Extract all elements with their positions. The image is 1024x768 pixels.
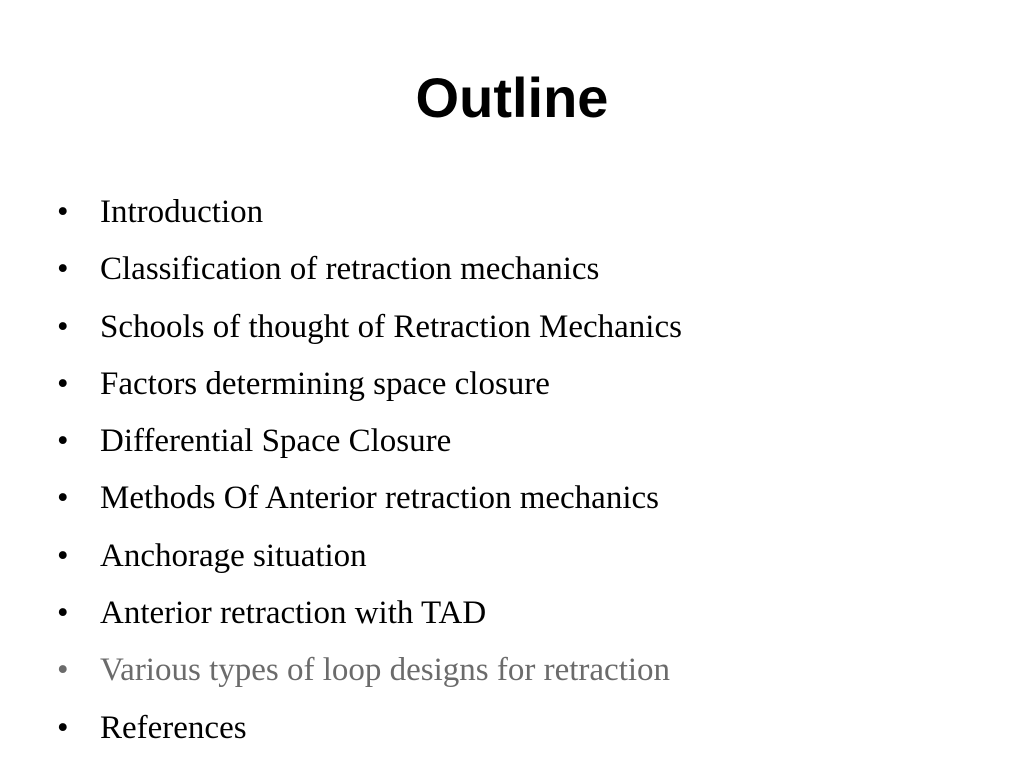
bullet-icon: •	[57, 251, 69, 288]
list-item-text: Methods Of Anterior retraction mechanics	[100, 480, 659, 517]
bullet-icon: •	[57, 365, 69, 402]
list-item: • Anterior retraction with TAD	[57, 585, 997, 642]
list-item-text: Anterior retraction with TAD	[100, 595, 487, 632]
list-item-text: Introduction	[100, 194, 264, 230]
list-item-text: Anchorage situation	[100, 537, 367, 574]
bullet-icon: •	[57, 709, 69, 746]
list-item-text: Classification of retraction mechanics	[100, 251, 600, 288]
list-item: • Various types of loop designs for retr…	[57, 642, 997, 699]
list-item: • Differential Space Closure	[57, 413, 997, 470]
list-item: • References	[57, 700, 997, 757]
list-item-text: Factors determining space closure	[100, 365, 550, 402]
bullet-icon: •	[57, 423, 69, 460]
list-item-text: Various types of loop designs for retrac…	[100, 652, 671, 689]
list-item: • Methods Of Anterior retraction mechani…	[57, 470, 997, 527]
slide-title: Outline	[415, 66, 609, 129]
list-item: • Introduction	[57, 184, 997, 241]
list-item-text: Differential Space Closure	[100, 423, 452, 460]
list-item: • Factors determining space closure	[57, 356, 997, 413]
list-item: • Anchorage situation	[57, 528, 997, 585]
bullet-icon: •	[57, 194, 69, 230]
list-item: • Schools of thought of Retraction Mecha…	[57, 299, 997, 356]
outline-list: • Introduction • Classification of retra…	[57, 184, 997, 757]
list-item-text: References	[100, 709, 247, 746]
bullet-icon: •	[57, 595, 69, 632]
bullet-icon: •	[57, 652, 69, 689]
list-item: • Classification of retraction mechanics	[57, 241, 997, 298]
list-item-text: Schools of thought of Retraction Mechani…	[100, 308, 682, 345]
bullet-icon: •	[57, 308, 69, 345]
bullet-icon: •	[57, 480, 69, 517]
bullet-icon: •	[57, 537, 69, 574]
